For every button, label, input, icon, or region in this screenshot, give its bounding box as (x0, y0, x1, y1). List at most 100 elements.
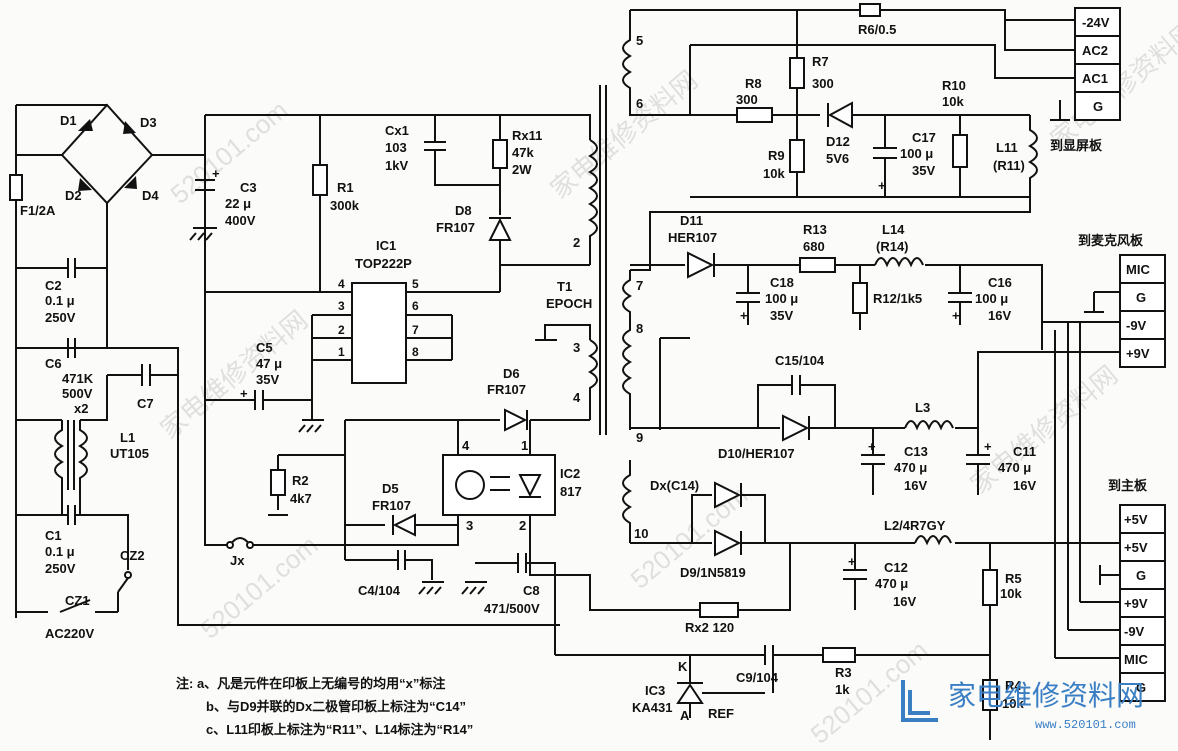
opto-led (518, 474, 542, 498)
label-w9: 9 (636, 430, 643, 445)
label-c18-volt: 35V (770, 308, 793, 323)
label-c1-volt: 250V (45, 561, 76, 576)
label-r4-value: 10k (1002, 696, 1024, 711)
resistor-r5 (982, 569, 998, 606)
label-d5-part: FR107 (372, 498, 411, 513)
diode-d1 (78, 119, 93, 131)
regulator-ic3 (676, 683, 704, 704)
label-w4: 4 (573, 390, 581, 405)
diode-d9 (714, 529, 742, 557)
label-r4: R4 (1005, 678, 1022, 693)
label-c13: C13 (904, 444, 928, 459)
diode-d2 (78, 178, 92, 191)
label-r10-value: 10k (942, 94, 964, 109)
label-r2: R2 (292, 473, 309, 488)
label-c18-value: 100 μ (765, 291, 798, 306)
label-rx11-value: 47k (512, 145, 534, 160)
main-pin-4: +9V (1124, 596, 1148, 611)
pin-4: 4 (338, 277, 345, 291)
label-d8: D8 (455, 203, 472, 218)
label-c2-volt: 250V (45, 310, 76, 325)
label-r5: R5 (1005, 571, 1022, 586)
mic-pin-4: +9V (1126, 346, 1150, 361)
label-d3: D3 (140, 115, 157, 130)
pin-5: 5 (412, 277, 419, 291)
label-c17: C17 (912, 130, 936, 145)
resistor-rx2 (699, 602, 739, 618)
connector-main: +5V +5V G +9V -9V MIC G 到主板 (1054, 330, 1166, 702)
label-cx1: Cx1 (385, 123, 409, 138)
label-c3: C3 (240, 180, 257, 195)
label-r7-value: 300 (812, 76, 834, 91)
display-supply: R6/0.5 R7 300 R8 300 R9 10k D12 5V6 + C1… (630, 3, 1075, 271)
site-logo: 家电维修资料网 www.520101.com (901, 680, 1144, 732)
label-c4: C4/104 (358, 583, 401, 598)
watermark-7: 家电维修资料网 (965, 360, 1124, 500)
mic-pin-2: G (1136, 290, 1146, 305)
label-d2: D2 (65, 188, 82, 203)
label-d12: D12 (826, 134, 850, 149)
mic-connector-title: 到麦克风板 (1078, 233, 1144, 248)
label-ac220v: AC220V (45, 626, 94, 641)
diode-d8 (488, 217, 512, 241)
label-w5: 5 (636, 33, 643, 48)
label-l14-alt: (R14) (876, 239, 909, 254)
main-pin-5: -9V (1124, 624, 1145, 639)
terminal-cz2 (124, 571, 132, 579)
label-opto-pin4: 4 (462, 438, 470, 453)
label-r6: R6/0.5 (858, 22, 896, 37)
resistor-r10 (952, 134, 968, 168)
label-c5: C5 (256, 340, 273, 355)
diode-d4 (124, 176, 137, 189)
phototransistor (455, 470, 485, 500)
label-c3-value: 22 μ (225, 196, 251, 211)
label-c13-volt: 16V (904, 478, 927, 493)
label-ic1: IC1 (376, 238, 396, 253)
label-c17-volt: 35V (912, 163, 935, 178)
label-d6-part: FR107 (487, 382, 526, 397)
mic-pin-1: MIC (1126, 262, 1150, 277)
logo-url: www.520101.com (1035, 718, 1136, 732)
pin-6: 6 (412, 299, 419, 313)
watermark-2: 家电维修资料网 (545, 65, 704, 205)
resistor-r3 (822, 647, 856, 663)
input-section: D1 D3 D2 D4 F1/2A C2 0.1 μ 250V C6 471K … (9, 103, 560, 641)
logo-mark (901, 680, 938, 722)
resistor-r13 (799, 257, 836, 273)
plus-c16: + (952, 308, 960, 323)
label-c16-value: 100 μ (975, 291, 1008, 306)
resistor-r9 (789, 139, 805, 173)
label-t1: T1 (557, 279, 572, 294)
plus-c13: + (868, 439, 876, 454)
plus-c18: + (740, 308, 748, 323)
note-c: c、L11印板上标注为“R11”、L14标注为“R14” (206, 722, 473, 737)
label-c5-volt: 35V (256, 372, 279, 387)
pin-8: 8 (412, 345, 419, 359)
connector-mic: MIC G -9V +9V 到麦克风板 (1041, 233, 1166, 630)
label-d10: D10/HER107 (718, 446, 795, 461)
label-cx1-value: 103 (385, 140, 407, 155)
plus-c12: + (848, 554, 856, 569)
label-c7-text: C7 (137, 396, 154, 411)
label-r8-value: 300 (736, 92, 758, 107)
label-r13-value: 680 (803, 239, 825, 254)
note-b: b、与D9并联的Dx二极管印板上标注为“C14” (206, 699, 466, 714)
label-d9: D9/1N5819 (680, 565, 746, 580)
label-w2: 2 (573, 235, 580, 250)
label-c12-volt: 16V (893, 594, 916, 609)
label-l3: L3 (915, 400, 930, 415)
main-pin-1: +5V (1124, 512, 1148, 527)
plus-c11: + (984, 439, 992, 454)
label-d6: D6 (503, 366, 520, 381)
watermark-1: 520101.com (165, 95, 294, 210)
label-c13-value: 470 μ (894, 460, 927, 475)
label-ic2: IC2 (560, 466, 580, 481)
label-w8: 8 (636, 321, 643, 336)
label-a: A (680, 708, 690, 723)
label-opto-pin1: 1 (521, 438, 528, 453)
resistor-rx11 (492, 139, 508, 169)
label-ic3: IC3 (645, 683, 665, 698)
label-r13: R13 (803, 222, 827, 237)
